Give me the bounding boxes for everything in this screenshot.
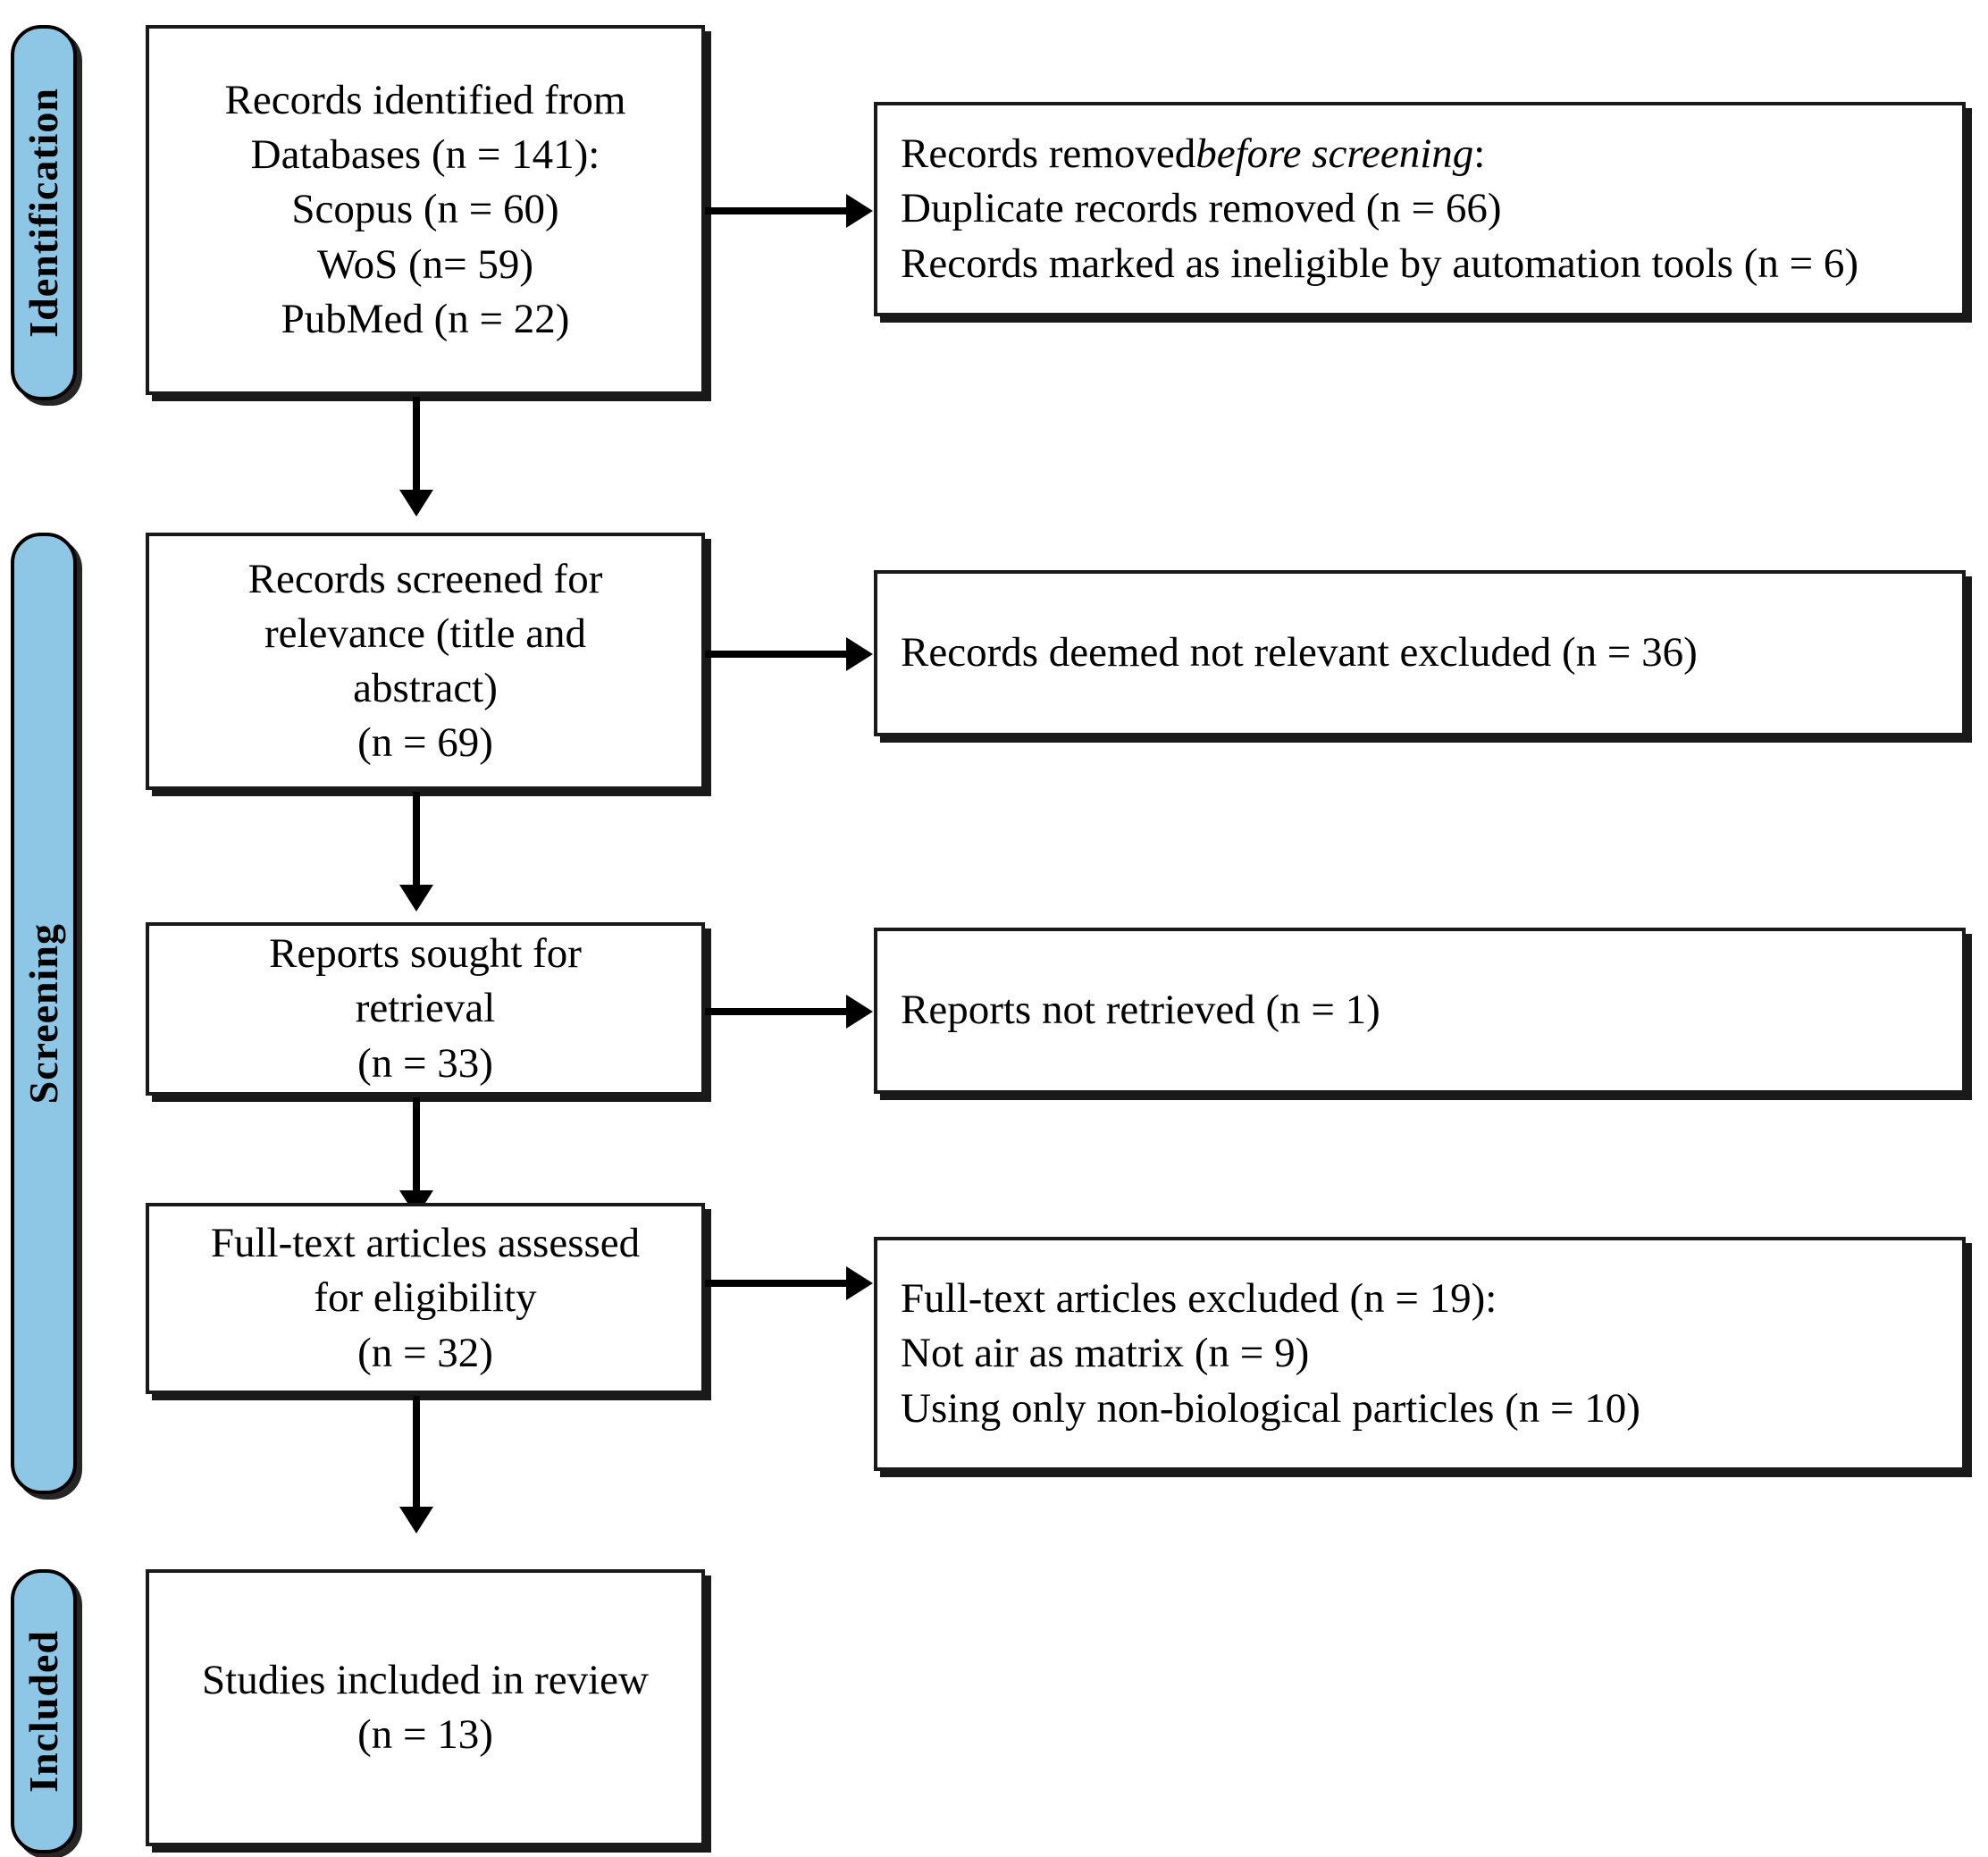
stage-tab-included: Included xyxy=(11,1569,77,1853)
arrowhead-identified-to-screened xyxy=(399,490,433,517)
reports-sought-line-1: Reports sought for xyxy=(269,930,582,978)
stage-tab-screening: Screening xyxy=(11,533,77,1494)
studies-included-line-2: (n = 13) xyxy=(357,1711,493,1758)
records-removed-line-2: Duplicate records removed (n = 66) xyxy=(901,185,1502,232)
records-removed-box: Records removedbefore screening: Duplica… xyxy=(874,102,1966,316)
connector-identified-to-screened xyxy=(413,397,420,492)
fulltext-excluded-box: Full-text articles excluded (n = 19): No… xyxy=(874,1237,1966,1471)
arrowhead-fulltext-to-excluded xyxy=(846,1266,873,1300)
fulltext-assessed-line-1: Full-text articles assessed xyxy=(210,1220,641,1267)
arrowhead-identified-to-removed xyxy=(846,194,873,228)
records-screened-line-3: abstract) xyxy=(353,665,498,711)
fulltext-assessed-line-3: (n = 32) xyxy=(357,1329,493,1376)
records-screened-box: Records screened for relevance (title an… xyxy=(146,533,705,790)
reports-not-retrieved-box: Reports not retrieved (n = 1) xyxy=(874,928,1966,1094)
records-removed-line-1: Records removedbefore screening: xyxy=(901,130,1486,178)
connector-fulltext-to-included xyxy=(413,1396,420,1508)
records-identified-line-5: PubMed (n = 22) xyxy=(281,295,570,342)
arrowhead-screened-to-sought xyxy=(399,885,433,912)
connector-screened-to-sought xyxy=(413,792,420,886)
stage-tab-screening-label: Screening xyxy=(21,922,66,1105)
connector-sought-to-fulltext xyxy=(413,1097,420,1192)
fulltext-excluded-line-3: Using only non-biological particles (n =… xyxy=(901,1384,1640,1432)
records-excluded-line-1: Records deemed not relevant excluded (n … xyxy=(901,629,1698,676)
records-identified-line-1: Records identified from xyxy=(224,77,626,124)
records-identified-line-3: Scopus (n = 60) xyxy=(291,186,559,233)
reports-sought-line-3: (n = 33) xyxy=(357,1039,493,1087)
reports-sought-line-2: retrieval xyxy=(355,985,496,1032)
connector-identified-to-removed xyxy=(705,207,848,214)
stage-tab-identification: Identification xyxy=(11,25,77,400)
connector-sought-to-not-retrieved xyxy=(705,1008,848,1015)
studies-included-line-1: Studies included in review xyxy=(202,1656,649,1703)
records-screened-line-1: Records screened for xyxy=(247,555,603,602)
studies-included-box: Studies included in review (n = 13) xyxy=(146,1569,705,1846)
fulltext-assessed-line-2: for eligibility xyxy=(314,1274,537,1322)
fulltext-excluded-line-1: Full-text articles excluded (n = 19): xyxy=(901,1275,1497,1323)
fulltext-assessed-box: Full-text articles assessed for eligibil… xyxy=(146,1203,705,1394)
records-identified-box: Records identified from Databases (n = 1… xyxy=(146,25,705,395)
records-screened-line-4: (n = 69) xyxy=(357,719,493,767)
records-identified-line-4: WoS (n= 59) xyxy=(316,240,534,288)
arrowhead-fulltext-to-included xyxy=(399,1507,433,1533)
fulltext-excluded-line-2: Not air as matrix (n = 9) xyxy=(901,1330,1310,1377)
records-excluded-box: Records deemed not relevant excluded (n … xyxy=(874,570,1966,736)
connector-fulltext-to-excluded xyxy=(705,1280,848,1287)
records-removed-line-3: Records marked as ineligible by automati… xyxy=(901,239,1859,287)
connector-screened-to-excluded xyxy=(705,651,848,658)
reports-sought-box: Reports sought for retrieval (n = 33) xyxy=(146,922,705,1096)
records-identified-line-2: Databases (n = 141): xyxy=(250,131,600,179)
arrowhead-sought-to-not-retrieved xyxy=(846,995,873,1029)
records-screened-line-2: relevance (title and xyxy=(264,609,587,657)
stage-tab-included-label: Included xyxy=(21,1630,66,1793)
reports-not-retrieved-line-1: Reports not retrieved (n = 1) xyxy=(901,987,1380,1034)
arrowhead-screened-to-excluded xyxy=(846,637,873,671)
stage-tab-identification-label: Identification xyxy=(21,88,66,338)
